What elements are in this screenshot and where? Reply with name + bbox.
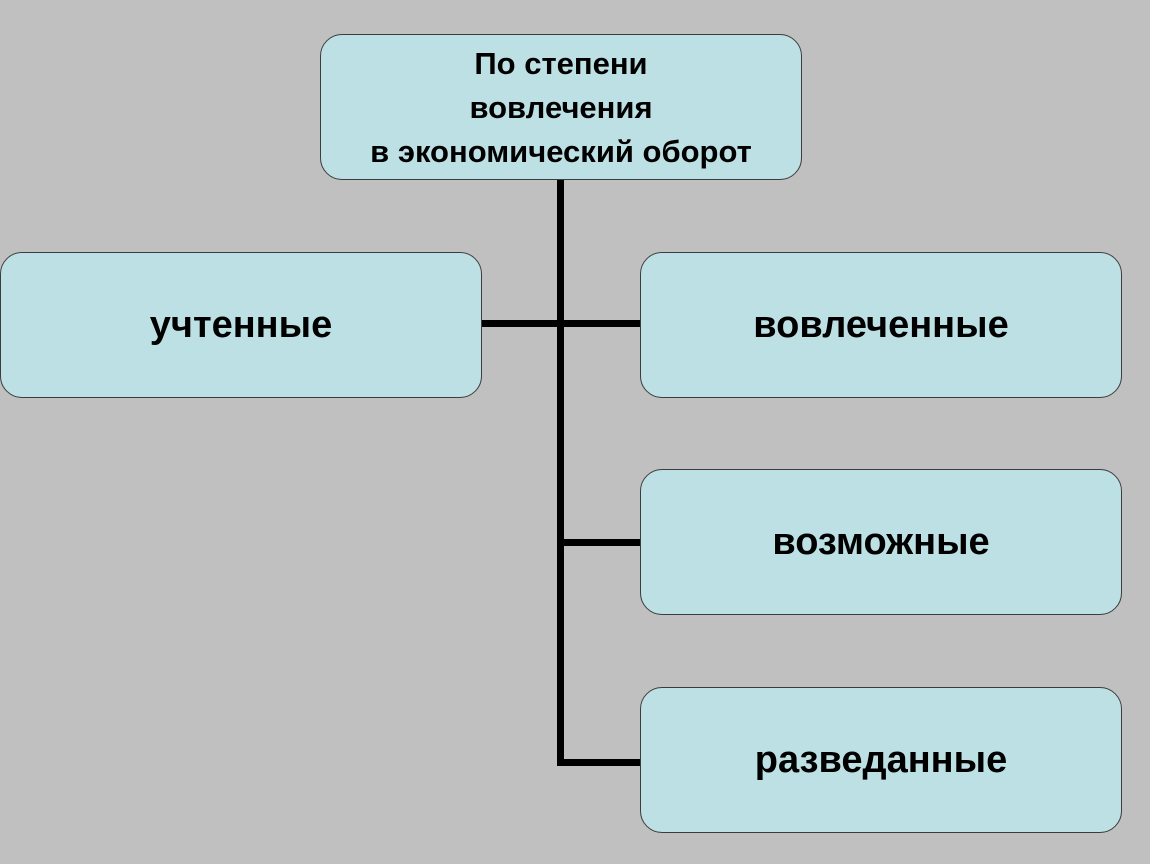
node-vozmozhnye-label: возможные xyxy=(772,520,990,563)
node-vovlechennye: вовлеченные xyxy=(640,252,1122,398)
branch-connector-uchtennye xyxy=(481,320,561,327)
node-uchtennye-label: учтенные xyxy=(149,303,333,346)
branch-connector-vovlechennye xyxy=(557,320,642,327)
node-vovlechennye-label: вовлеченные xyxy=(753,303,1009,346)
branch-connector-razvedannye xyxy=(557,759,642,766)
branch-connector-vozmozhnye xyxy=(557,539,642,546)
root-label-line-1: По степени xyxy=(474,46,648,81)
node-vozmozhnye: возможные xyxy=(640,469,1122,615)
node-razvedannye: разведанные xyxy=(640,687,1122,833)
root-label-line-3: в экономический оборот xyxy=(370,134,752,169)
node-razvedannye-label: разведанные xyxy=(754,738,1008,781)
trunk-connector xyxy=(557,178,564,766)
root-node: По степени вовлечения в экономический об… xyxy=(320,34,802,180)
node-uchtennye: учтенные xyxy=(0,252,482,398)
root-label-line-2: вовлечения xyxy=(469,90,653,125)
